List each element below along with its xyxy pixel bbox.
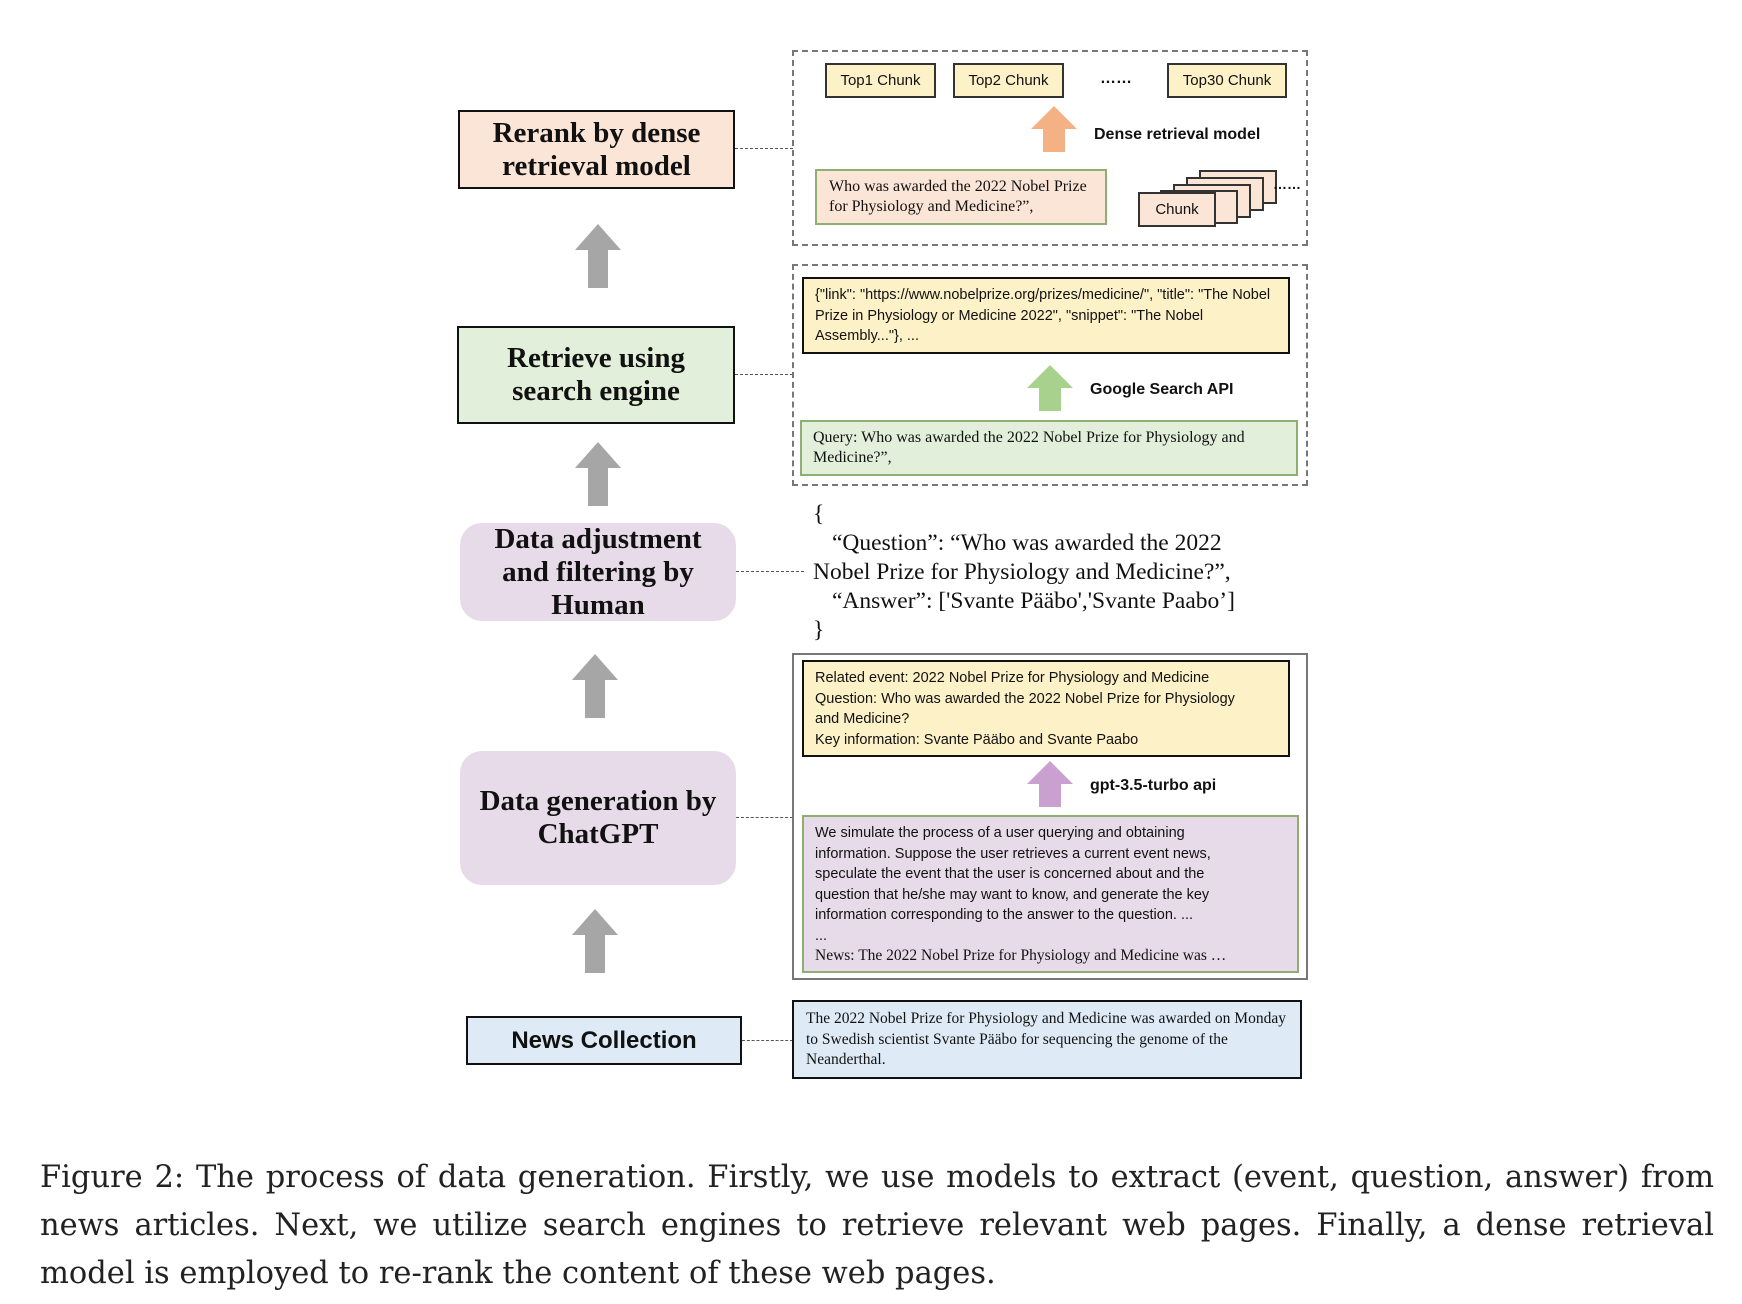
connector	[736, 817, 793, 818]
json-sample: { “Question”: “Who was awarded the 2022 …	[813, 501, 1235, 643]
rerank-panel	[792, 50, 1308, 246]
dense-model-label: Dense retrieval model	[1094, 126, 1261, 143]
stage-retrieve: Retrieve using search engine	[457, 326, 735, 424]
connector	[736, 571, 804, 572]
arrow-up-icon	[575, 442, 621, 506]
figure-caption: Figure 2: The process of data generation…	[40, 1160, 1714, 1291]
arrow-up-icon	[1027, 365, 1073, 411]
arrow-up-icon	[575, 224, 621, 288]
chunk-top30: Top30 Chunk	[1167, 63, 1287, 98]
gen-prompt: We simulate the process of a user queryi…	[802, 815, 1299, 973]
gen-output: Related event: 2022 Nobel Prize for Phys…	[802, 660, 1290, 757]
generation-panel	[792, 653, 1308, 980]
chunk-stack-ellipsis: ……	[1273, 176, 1301, 192]
stage-news-collection: News Collection	[466, 1016, 742, 1065]
stage-human-adjust: Data adjustment and filtering by Human	[460, 523, 736, 621]
connector	[735, 374, 793, 375]
connector	[742, 1040, 793, 1041]
gpt-api-label: gpt-3.5-turbo api	[1090, 777, 1217, 794]
arrow-up-icon	[1027, 761, 1073, 807]
search-result: {"link": "https://www.nobelprize.org/pri…	[802, 277, 1290, 354]
stage-chatgpt-generation: Data generation by ChatGPT	[460, 751, 736, 885]
arrow-up-icon	[1031, 106, 1077, 152]
arrow-up-icon	[572, 909, 618, 973]
news-text: The 2022 Nobel Prize for Physiology and …	[792, 1000, 1302, 1079]
arrow-up-icon	[572, 654, 618, 718]
chunk-top2: Top2 Chunk	[953, 63, 1064, 98]
search-panel	[792, 264, 1308, 486]
chunk-ellipsis: ……	[1100, 70, 1132, 87]
stage-rerank: Rerank by dense retrieval model	[458, 110, 735, 189]
google-api-label: Google Search API	[1090, 381, 1234, 398]
chunk-top1: Top1 Chunk	[825, 63, 936, 98]
rerank-question: Who was awarded the 2022 Nobel Prize for…	[815, 169, 1107, 225]
chunk-card-front: Chunk	[1138, 192, 1216, 227]
connector	[735, 148, 793, 149]
search-query: Query: Who was awarded the 2022 Nobel Pr…	[800, 420, 1298, 476]
